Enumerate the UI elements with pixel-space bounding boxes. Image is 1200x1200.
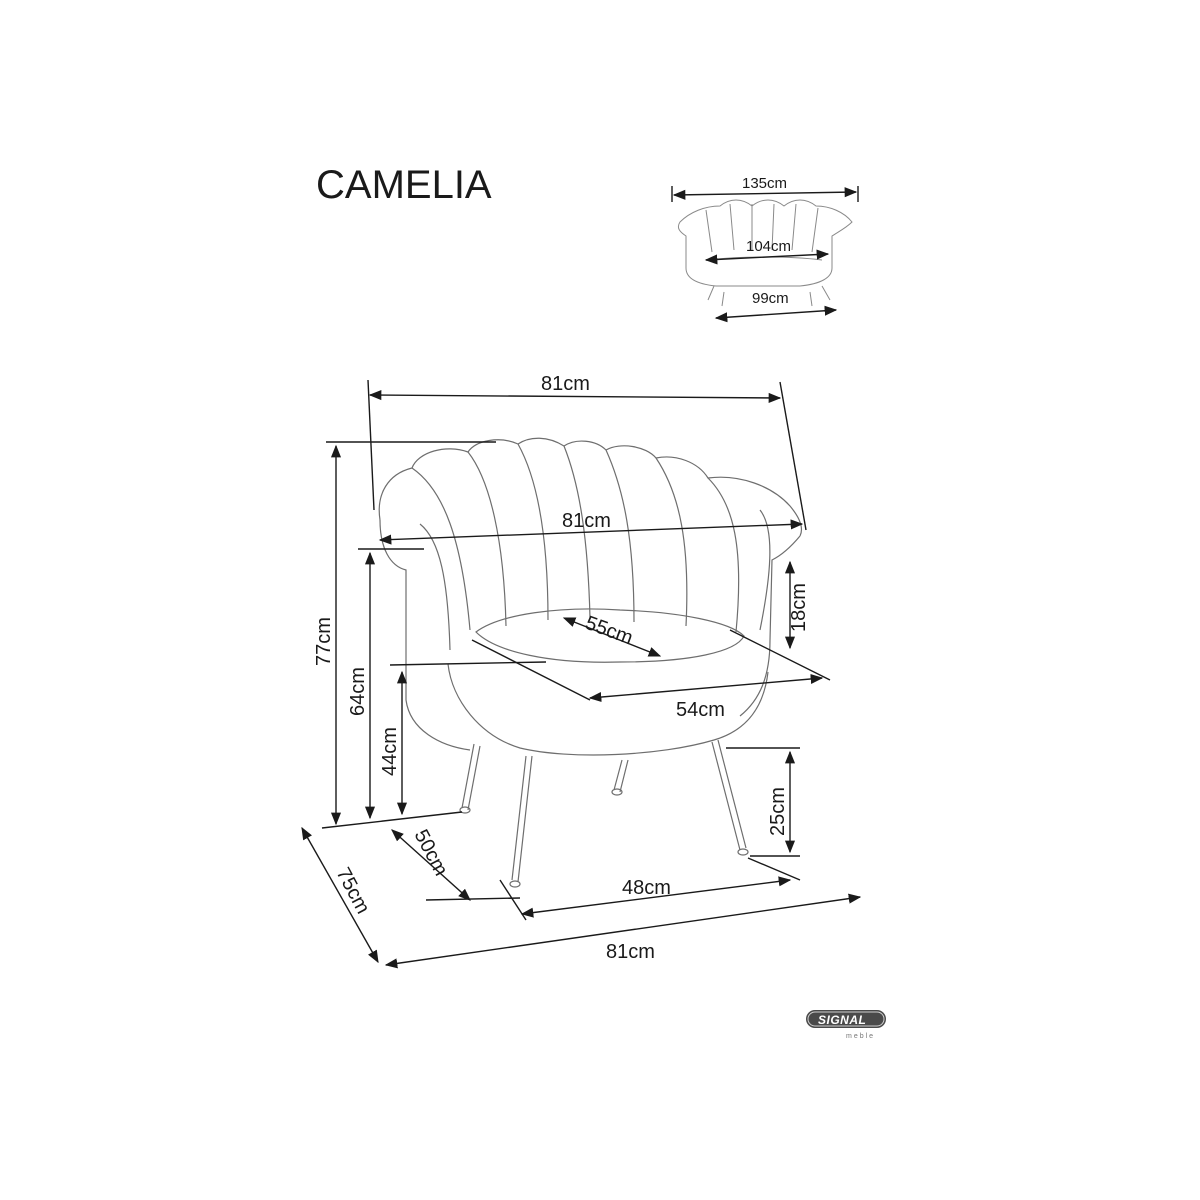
- armchair-outline: [378, 437, 803, 888]
- leg-width-label: 48cm: [622, 877, 671, 899]
- arm-height-label: 64cm: [347, 667, 369, 716]
- armchair-dimensions: 81cm 81cm 55cm 54cm 18cm 77cm 64cm 44cm: [301, 373, 862, 969]
- arm-width-label: 81cm: [562, 510, 611, 532]
- seat-height-label: 44cm: [379, 727, 401, 776]
- seat-width-label: 54cm: [676, 699, 725, 721]
- sofa-seat-width-label: 104cm: [746, 238, 791, 255]
- sofa-base-width-label: 99cm: [752, 290, 789, 307]
- bottom-width-label: 81cm: [606, 941, 655, 963]
- top-width-label: 81cm: [541, 373, 590, 395]
- leg-depth-label: 50cm: [410, 826, 452, 880]
- leg-height-label: 25cm: [767, 787, 789, 836]
- signal-logo: SIGNAL meble: [806, 1010, 886, 1040]
- product-title: CAMELIA: [316, 163, 492, 207]
- arm-above-seat-label: 18cm: [788, 583, 810, 632]
- sofa-width-label: 135cm: [742, 175, 787, 192]
- total-height-label: 77cm: [313, 617, 335, 666]
- sofa-dimensions: 135cm 104cm 99cm: [671, 175, 859, 323]
- signal-logo-text: SIGNAL: [818, 1013, 866, 1027]
- signal-logo-subtext: meble: [846, 1033, 875, 1040]
- seat-depth-label: 55cm: [582, 612, 635, 649]
